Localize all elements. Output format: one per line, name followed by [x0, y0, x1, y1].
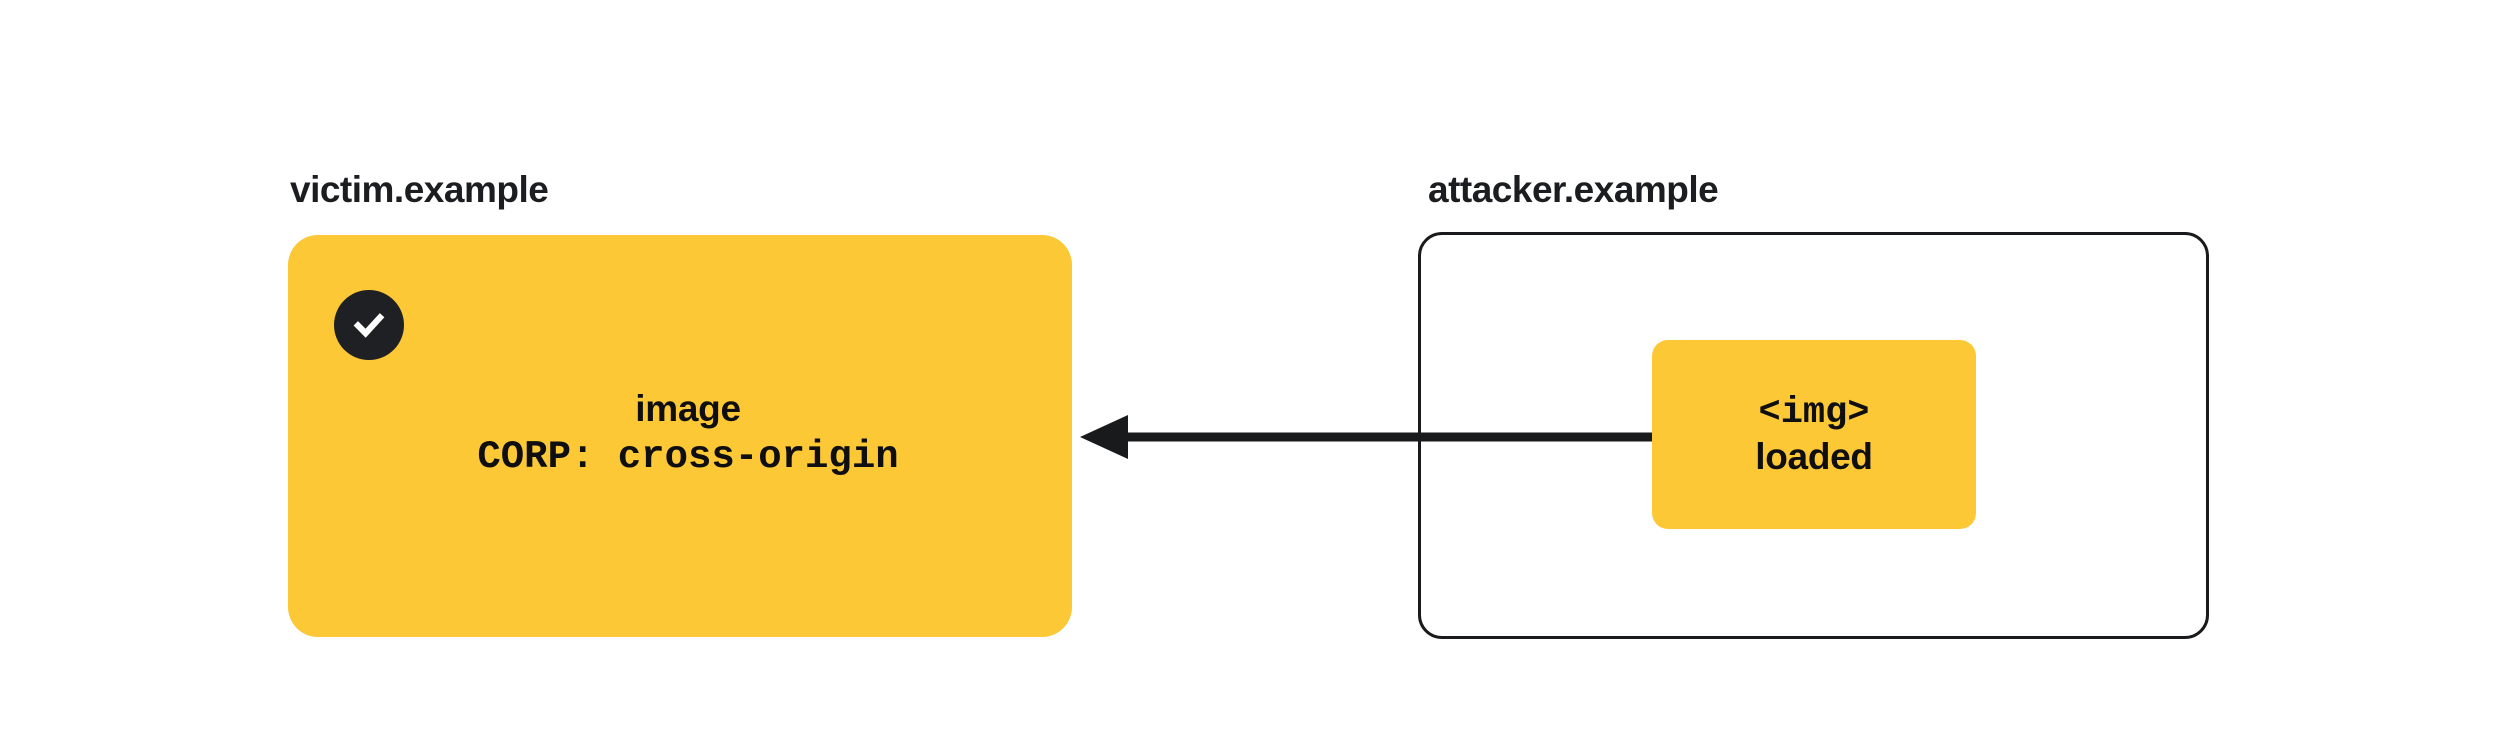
victim-resource-text: image CORP: cross-origin	[288, 385, 1088, 481]
attacker-img-element-box: <img> loaded	[1652, 340, 1976, 529]
attacker-origin-label: attacker.example	[1428, 169, 1719, 210]
victim-origin-panel	[288, 235, 1072, 637]
victim-origin-label: victim.example	[290, 169, 549, 210]
victim-corp-header: CORP: cross-origin	[477, 435, 899, 479]
victim-resource-name: image	[635, 388, 741, 429]
check-icon	[334, 290, 404, 360]
img-status-label: loaded	[1755, 435, 1873, 477]
img-tag-label: <img>	[1758, 391, 1870, 434]
